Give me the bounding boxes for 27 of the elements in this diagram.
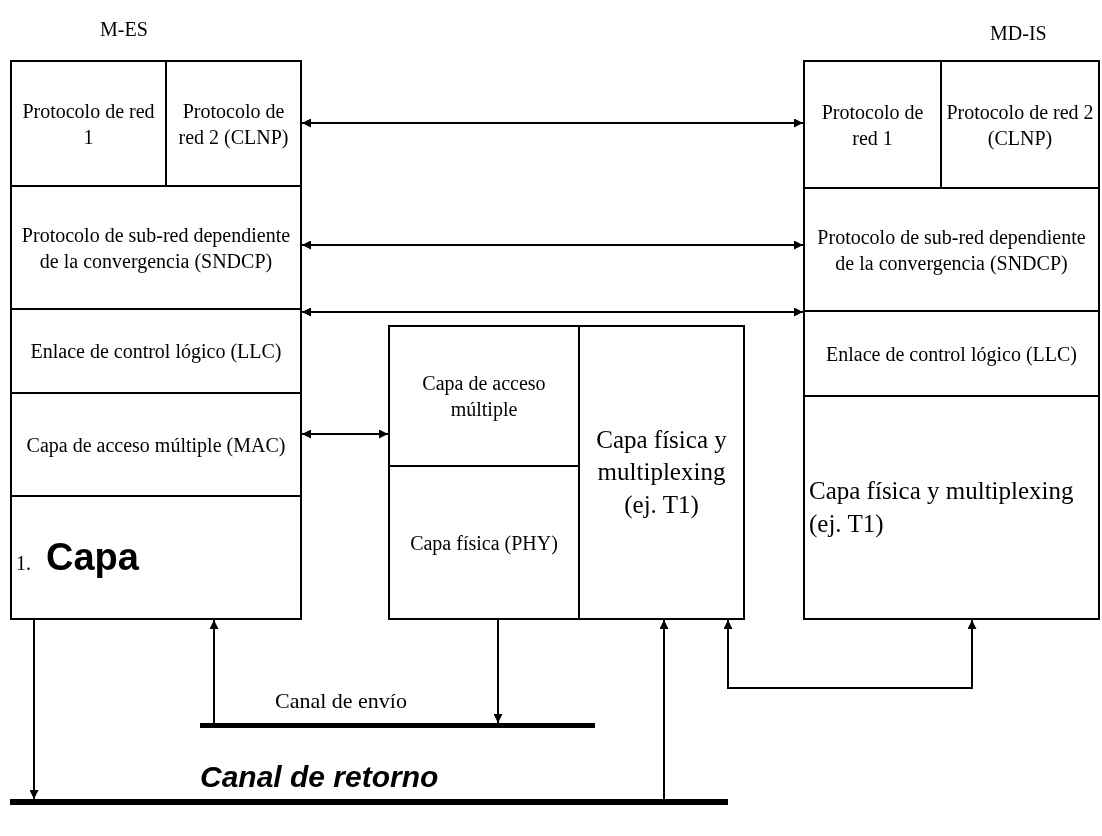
arrow bbox=[29, 619, 39, 800]
arrow bbox=[301, 240, 804, 250]
layer-box: Enlace de control lógico (LLC) bbox=[803, 310, 1100, 397]
arrow bbox=[659, 619, 669, 800]
stack-title: MD-IS bbox=[990, 22, 1047, 45]
layer-box: 1. Capa bbox=[10, 495, 302, 620]
layer-box: Capa de acceso múltiple (MAC) bbox=[10, 392, 302, 497]
layer-box: Protocolo de red 1 bbox=[803, 60, 942, 189]
layer-box: Capa física y multiplexing (ej. T1) bbox=[803, 395, 1100, 620]
arrow bbox=[723, 619, 977, 689]
arrow bbox=[493, 619, 503, 724]
layer-box: Protocolo de sub-red dependiente de la convergencia (SNDCP) bbox=[10, 185, 302, 310]
layer-box: Capa física (PHY) bbox=[388, 465, 580, 620]
layer-box: Capa de acceso múltiple bbox=[388, 325, 580, 467]
layer-box: Protocolo de sub-red dependiente de la convergencia (SNDCP) bbox=[803, 187, 1100, 312]
channel-label: Canal de envío bbox=[275, 688, 407, 714]
layer-box: Protocolo de red 2 (CLNP) bbox=[940, 60, 1100, 189]
arrow bbox=[301, 307, 804, 317]
layer-box: Protocolo de red 2 (CLNP) bbox=[165, 60, 302, 187]
arrow bbox=[209, 619, 219, 724]
stack-title: M-ES bbox=[100, 18, 148, 41]
channel-label: Canal de retorno bbox=[200, 760, 439, 794]
layer-box: Enlace de control lógico (LLC) bbox=[10, 308, 302, 394]
arrow bbox=[301, 118, 804, 128]
layer-box: Protocolo de red 1 bbox=[10, 60, 167, 187]
arrow bbox=[301, 429, 389, 439]
layer-box: Capa física y multiplexing (ej. T1) bbox=[578, 325, 745, 620]
